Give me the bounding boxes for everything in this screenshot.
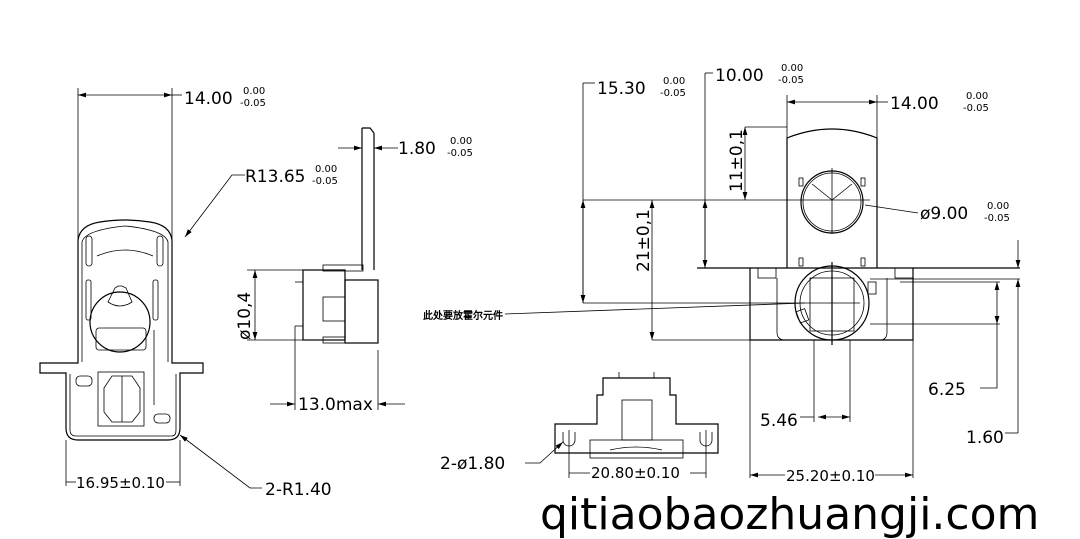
dim-side-diameter: ø10,4 xyxy=(235,292,255,340)
svg-text:0.00: 0.00 xyxy=(450,136,472,147)
round-window xyxy=(89,291,151,353)
dim-front-base-width: 25.20±0.10 xyxy=(786,467,875,485)
svg-text:-0.05: -0.05 xyxy=(778,75,804,86)
dim-left-radius: R13.65 0.00 -0.05 xyxy=(245,164,338,187)
svg-text:14.00: 14.00 xyxy=(184,89,233,109)
dim-160: 1.60 xyxy=(966,428,1004,448)
svg-text:-0.05: -0.05 xyxy=(660,88,686,99)
dim-625: 6.25 xyxy=(928,380,966,400)
bottom-view xyxy=(525,372,719,478)
dim-hole-diameter: ø9.00 0.00 -0.05 xyxy=(920,201,1010,224)
svg-text:0.00: 0.00 xyxy=(315,164,337,175)
svg-text:ø9.00: ø9.00 xyxy=(920,204,968,224)
dim-height-total: 21±0,1 xyxy=(634,209,654,272)
dim-left-base-width: 16.95±0.10 xyxy=(66,474,180,492)
svg-text:-0.05: -0.05 xyxy=(240,98,266,109)
dim-tab-thickness: 1.80 0.00 -0.05 xyxy=(398,136,473,159)
svg-text:14.00: 14.00 xyxy=(890,94,939,114)
dim-offset-b: 10.00 0.00 -0.05 xyxy=(715,63,804,86)
front-view xyxy=(580,72,1021,478)
side-view xyxy=(247,127,405,410)
hall-element-note: 此处要放霍尔元件 xyxy=(423,309,503,322)
svg-text:16.95±0.10: 16.95±0.10 xyxy=(76,474,165,492)
dim-corner-radius: 2-R1.40 xyxy=(265,480,332,500)
dim-height-upper: 11±0,1 xyxy=(727,129,747,192)
left-view xyxy=(39,88,262,489)
dim-hole-spacing: 20.80±0.10 xyxy=(591,464,680,482)
dim-side-length: 13.0max xyxy=(298,395,373,415)
svg-text:0.00: 0.00 xyxy=(966,91,988,102)
svg-text:-0.05: -0.05 xyxy=(312,176,338,187)
dim-front-width: 14.00 0.00 -0.05 xyxy=(890,91,989,114)
svg-text:0.00: 0.00 xyxy=(243,86,265,97)
svg-text:15.30: 15.30 xyxy=(597,79,646,99)
svg-text:-0.05: -0.05 xyxy=(447,148,473,159)
svg-text:0.00: 0.00 xyxy=(781,63,803,74)
svg-text:0.00: 0.00 xyxy=(987,201,1009,212)
svg-text:1.80: 1.80 xyxy=(398,139,436,159)
svg-text:-0.05: -0.05 xyxy=(984,213,1010,224)
dim-546: 5.46 xyxy=(760,411,798,431)
dim-offset-a: 15.30 0.00 -0.05 xyxy=(597,76,686,99)
svg-text:0.00: 0.00 xyxy=(663,76,685,87)
svg-text:10.00: 10.00 xyxy=(715,66,764,86)
svg-text:R13.65: R13.65 xyxy=(245,167,305,187)
svg-text:-0.05: -0.05 xyxy=(963,103,989,114)
dim-holes: 2-ø1.80 xyxy=(440,454,505,474)
dim-left-width: 14.00 0.00 -0.05 xyxy=(184,86,266,109)
watermark: qitiaobaozhuangji.com xyxy=(540,489,1039,539)
